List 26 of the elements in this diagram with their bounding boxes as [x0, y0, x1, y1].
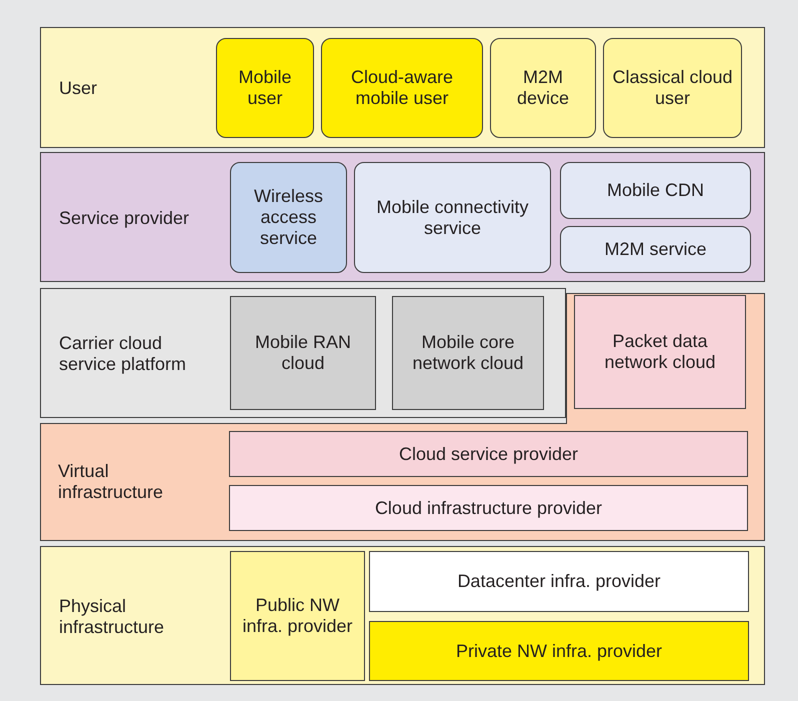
- component-box: Cloud infrastructure provider: [229, 485, 748, 531]
- component-box: Mobile user: [216, 38, 314, 138]
- component-box: Cloud service provider: [229, 431, 748, 477]
- layer-label: Virtual infrastructure: [58, 460, 164, 504]
- component-box: M2M device: [490, 38, 596, 138]
- component-box: Packet data network cloud: [574, 295, 746, 409]
- layer-band: [40, 27, 765, 148]
- layer-label: Physical infrastructure: [59, 594, 166, 638]
- component-box: M2M service: [560, 226, 751, 273]
- component-box: Wireless access service: [230, 162, 347, 273]
- component-box: Cloud-aware mobile user: [321, 38, 483, 138]
- component-box: Private NW infra. provider: [369, 621, 749, 681]
- component-box: Public NW infra. provider: [230, 551, 365, 681]
- layer-band: [40, 546, 765, 685]
- l-shaped-layer-band: [40, 293, 765, 541]
- component-box: Mobile CDN: [560, 162, 751, 219]
- component-box: Datacenter infra. provider: [369, 551, 749, 612]
- component-box: Mobile connectivity service: [354, 162, 551, 273]
- layer-band: [40, 152, 765, 282]
- component-box: Classical cloud user: [603, 38, 742, 138]
- layer-label: User: [59, 77, 98, 100]
- component-box: Mobile RAN cloud: [230, 296, 376, 410]
- component-box: Mobile core network cloud: [392, 296, 544, 410]
- layer-label: Carrier cloud service platform: [59, 332, 188, 376]
- layer-band: [40, 288, 566, 418]
- layer-label: Service provider: [59, 206, 190, 230]
